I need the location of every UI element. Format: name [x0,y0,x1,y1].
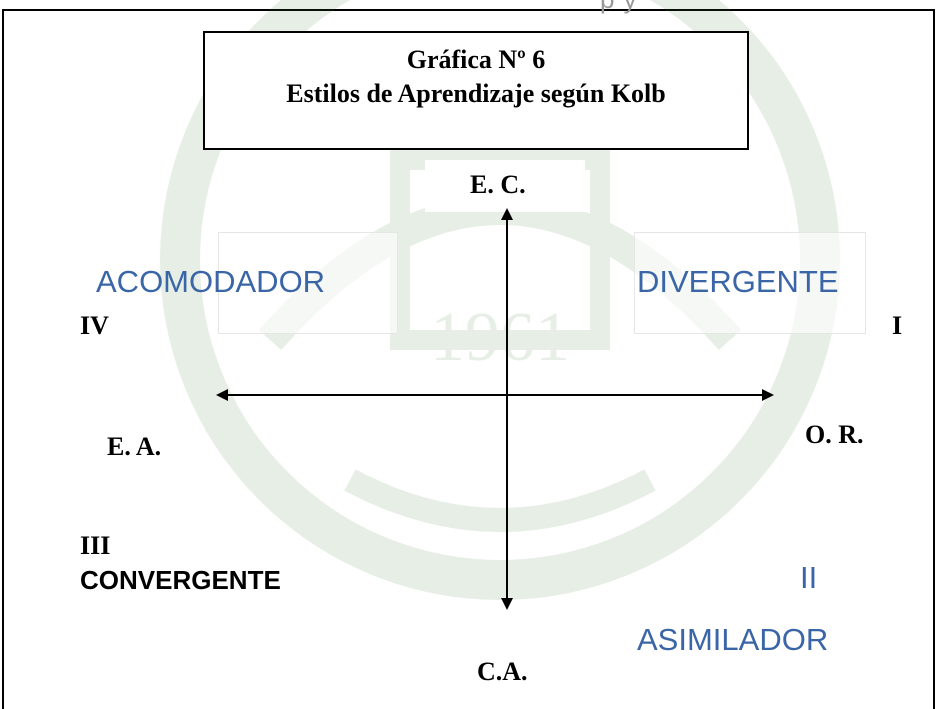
quadrant-i-numeral: I [892,311,903,340]
chart-title-line2: Estilos de Aprendizaje según Kolb [286,79,666,108]
svg-text:1961: 1961 [430,299,570,376]
quadrant-iv-name: ACOMODADOR [96,264,326,299]
quadrant-iii-name: CONVERGENTE [80,565,281,595]
chart-title-line1: Gráfica Nº 6 [406,45,546,74]
quadrant-ii-name: ASIMILADOR [637,622,829,654]
axis-label-top: E. C. [470,170,526,199]
header-partial-text: p y [600,0,638,15]
axis-label-right: O. R. [805,420,864,449]
faint-box-left [218,232,398,334]
axis-label-bottom: C.A. [477,657,528,686]
axis-label-left: E. A. [107,432,162,461]
top-axis-label-bg [425,160,585,212]
chart-title-box: Gráfica Nº 6 Estilos de Aprendizaje segú… [203,31,749,150]
faint-box-right [634,232,866,334]
quadrant-iv-numeral: IV [80,311,109,340]
quadrant-i-name: DIVERGENTE [637,264,839,299]
quadrant-iii-numeral: III [80,531,111,560]
diagram-frame [2,9,935,709]
quadrant-ii-numeral: II [800,560,818,595]
